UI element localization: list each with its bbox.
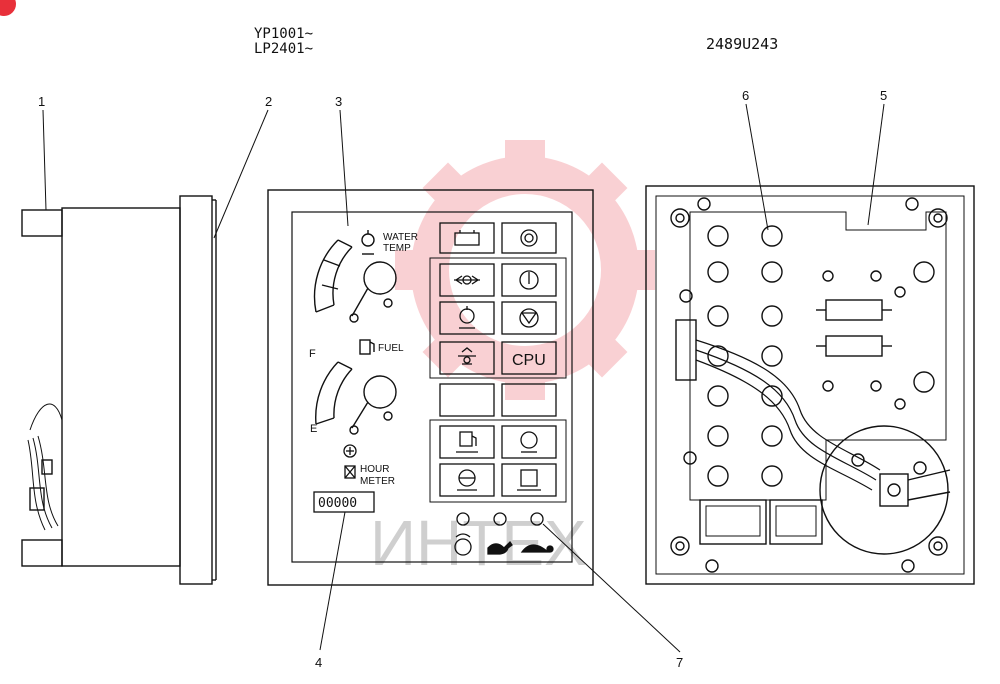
callout-7: 7 [676, 655, 683, 670]
fuel-filter-icon [501, 463, 557, 497]
hour-meter-digits: 00000 [318, 496, 357, 511]
rabbit-speed-icon [487, 540, 513, 555]
cpu-label: CPU [512, 352, 546, 369]
coolant-level-icon [439, 301, 495, 335]
front-panel [267, 189, 594, 586]
fuel-level-icon [439, 425, 495, 459]
hour-meter-label-2: METER [360, 476, 395, 487]
callout-4: 4 [315, 655, 322, 670]
callout-leaders [42, 103, 885, 653]
callout-3: 3 [335, 94, 342, 109]
watermark-text: ИНТЕХ [370, 507, 587, 579]
blank-lamp-1 [439, 383, 495, 417]
glow-plug-icon [501, 222, 557, 254]
watermark-logo [395, 140, 655, 400]
drawing-code: 2489U243 [706, 35, 778, 53]
fuel-empty-label: E [310, 423, 317, 435]
water-temp-label-2: TEMP [383, 243, 411, 254]
fuel-full-label: F [309, 348, 316, 360]
warning-lamp-grid [429, 222, 567, 503]
hour-meter-label-1: HOUR [360, 464, 389, 475]
hydraulic-oil-icon [439, 341, 495, 375]
callout-2: 2 [265, 94, 272, 109]
blank-lamp-2 [501, 383, 557, 417]
hydraulic-temp-icon [439, 463, 495, 497]
water-separator-icon [501, 425, 557, 459]
battery-icon [439, 222, 495, 254]
serial-line-2: LP2401~ [254, 41, 313, 57]
engine-oil-icon [501, 263, 557, 297]
callout-6: 6 [742, 88, 749, 103]
fuel-label: FUEL [378, 343, 404, 354]
water-temp-gauge [313, 230, 397, 323]
bottom-indicators [454, 512, 554, 556]
side-view [21, 195, 217, 585]
water-temp-label-1: WATER [383, 232, 418, 243]
cpu-lamp [501, 341, 557, 375]
corner-marker [0, 0, 16, 16]
hour-meter [313, 444, 375, 513]
serial-line-1: YP1001~ [254, 26, 313, 42]
rear-view [645, 185, 975, 585]
callout-1: 1 [38, 94, 45, 109]
air-filter-icon [501, 301, 557, 335]
oil-pressure-icon [439, 263, 495, 297]
fuel-gauge [315, 339, 397, 435]
callout-5: 5 [880, 88, 887, 103]
auto-idle-icon [454, 538, 472, 556]
